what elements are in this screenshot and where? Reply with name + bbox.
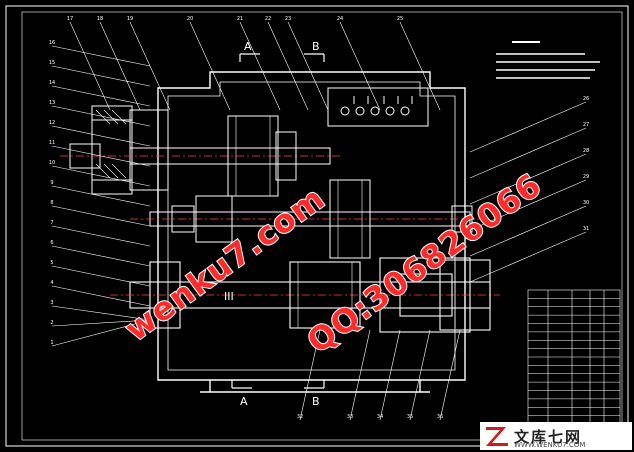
callout-left: 8: [50, 200, 151, 227]
left-end-cover: [69, 105, 169, 195]
callout-left-label: 9: [50, 180, 53, 186]
callout-right-label: 28: [583, 148, 589, 154]
callout-left-label: 11: [49, 140, 55, 146]
section-label-top-b: B: [312, 40, 320, 53]
callout-top: 24: [337, 16, 381, 111]
callout-top-label: 20: [187, 16, 193, 22]
callout-left-label: 1: [50, 340, 53, 346]
callout-right-label: 26: [583, 96, 589, 102]
callout-bottom-label: 36: [437, 414, 443, 420]
shaft-marker-label: III: [224, 290, 234, 303]
shaft-upper: [60, 115, 340, 197]
callout-top-label: 22: [265, 16, 271, 22]
callout-left: 11: [49, 140, 151, 167]
callout-bottom-label: 35: [407, 414, 413, 420]
callout-left: 3: [50, 300, 151, 321]
callout-left: 1: [50, 319, 151, 347]
callout-left: 10: [49, 160, 151, 187]
callout-top-label: 25: [397, 16, 403, 22]
callout-left: 12: [49, 120, 151, 147]
section-label-bottom-b: B: [312, 395, 320, 408]
logo-url: WWW.WENKU7.COM: [514, 441, 586, 449]
callout-top: 17: [67, 16, 111, 111]
callout-top-label: 23: [285, 16, 291, 22]
callout-bottom-label: 34: [377, 414, 383, 420]
shaft-middle: [130, 179, 480, 259]
callout-left: 13: [49, 100, 151, 127]
callout-left-label: 16: [49, 40, 55, 46]
callout-left: 7: [50, 220, 151, 247]
section-label-top-a: A: [244, 40, 252, 53]
section-markers: [231, 53, 325, 389]
shaft-lower: [110, 257, 500, 333]
callout-left: 16: [49, 40, 151, 67]
callout-left: 5: [50, 260, 151, 287]
callout-top-label: 19: [127, 16, 133, 22]
callout-top-label: 21: [237, 16, 243, 22]
callout-bottom: 33: [347, 329, 371, 421]
callout-left-label: 10: [49, 160, 55, 166]
callout-right-label: 31: [583, 226, 589, 232]
callout-top-label: 18: [97, 16, 103, 22]
callout-top-label: 24: [337, 16, 343, 22]
callout-left-label: 6: [50, 240, 53, 246]
callout-right-label: 30: [583, 200, 589, 206]
callout-right: 27: [469, 122, 589, 179]
parts-list-table: [527, 289, 621, 425]
callout-top: 22: [265, 16, 309, 111]
callout-left: 14: [49, 80, 151, 107]
callout-left: 9: [50, 180, 151, 207]
z-logo-icon: [486, 427, 508, 446]
callout-right: 26: [469, 96, 589, 153]
technical-notes: [496, 41, 600, 79]
callout-top: 25: [397, 16, 441, 111]
callout-bottom: 36: [437, 329, 461, 421]
callout-left: 2: [50, 319, 151, 327]
callout-top-label: 17: [67, 16, 73, 22]
callout-left-label: 15: [49, 60, 55, 66]
callout-bottom: 35: [407, 329, 431, 421]
callout-bottom-label: 33: [347, 414, 353, 420]
callout-bottom: 34: [377, 329, 401, 421]
callout-left-label: 14: [49, 80, 55, 86]
callout-left: 4: [50, 280, 151, 307]
drawing-inner-frame: [21, 11, 623, 441]
site-logo: 文库七网 WWW.WENKU7.COM: [480, 422, 632, 450]
callout-left-label: 12: [49, 120, 55, 126]
callout-left-label: 3: [50, 300, 53, 306]
callout-top: 21: [237, 16, 281, 111]
callout-left: 15: [49, 60, 151, 87]
logo-name: 文库七网: [514, 427, 583, 446]
callout-left: 6: [50, 240, 151, 267]
callout-right: 31: [469, 226, 589, 283]
callout-bottom-label: 32: [297, 414, 303, 420]
callout-left-label: 5: [50, 260, 53, 266]
callout-right: 29: [469, 174, 589, 231]
callout-top: 18: [97, 16, 141, 111]
callout-top: 20: [187, 16, 231, 111]
callout-left-label: 8: [50, 200, 53, 206]
section-label-bottom-a: A: [240, 395, 248, 408]
callout-right-label: 27: [583, 122, 589, 128]
callout-right: 28: [469, 148, 589, 205]
control-panel: [327, 87, 429, 127]
callout-left-label: 4: [50, 280, 53, 286]
callout-right: 30: [469, 200, 589, 257]
callout-left-label: 7: [50, 220, 53, 226]
callout-right-label: 29: [583, 174, 589, 180]
drawing-frame: [5, 5, 629, 447]
callout-left-label: 2: [50, 320, 53, 326]
callout-left-label: 13: [49, 100, 55, 106]
callout-top: 23: [285, 16, 329, 111]
callout-bottom: 32: [297, 329, 321, 421]
